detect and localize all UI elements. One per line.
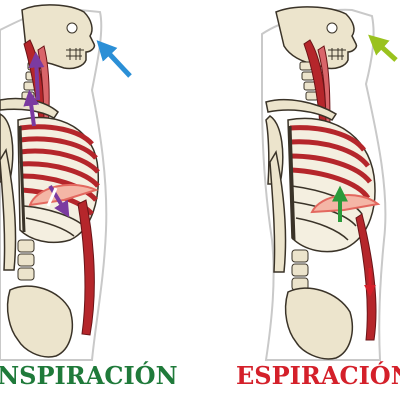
humerus bbox=[0, 147, 17, 271]
expiration-figure bbox=[261, 6, 398, 361]
inspiration-figure bbox=[0, 4, 132, 361]
diaphragm-arrow-down bbox=[48, 184, 70, 218]
abdominal-muscle bbox=[77, 199, 95, 336]
scalene-arrow-up bbox=[28, 51, 45, 101]
inspiration-label: INSPIRACIÓN bbox=[0, 361, 178, 390]
rib-cage bbox=[287, 117, 376, 253]
pelvis bbox=[6, 285, 74, 358]
airflow-arrow-out bbox=[368, 34, 398, 62]
lumbar-spine bbox=[17, 239, 35, 281]
lumbar-spine bbox=[291, 249, 309, 291]
diaphragm bbox=[28, 183, 99, 207]
humerus bbox=[269, 149, 287, 273]
pelvis bbox=[284, 287, 354, 360]
diaphragm-cross-line bbox=[46, 187, 58, 207]
rib-arrow-up bbox=[23, 89, 40, 127]
expiration-label: ESPIRACIÓN bbox=[236, 361, 400, 390]
airflow-arrow-in bbox=[96, 40, 132, 78]
abdominal-muscle bbox=[355, 213, 377, 341]
